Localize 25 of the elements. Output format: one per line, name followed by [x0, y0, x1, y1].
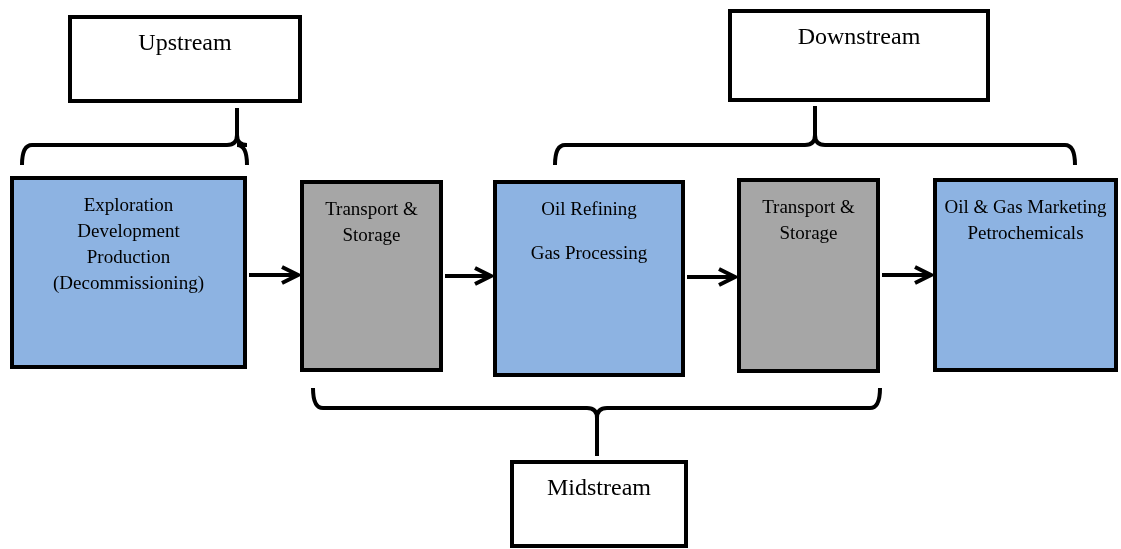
process-label: Production — [86, 245, 171, 269]
process-box — [933, 178, 1118, 372]
stage-label-box — [68, 15, 302, 103]
process-label: Development — [77, 219, 180, 243]
process-label: Transport & Storage — [761, 195, 856, 245]
arrow — [249, 265, 300, 285]
stage-label: Midstream — [547, 474, 651, 500]
arrow — [687, 267, 737, 287]
process-box — [10, 176, 247, 369]
stage-label: Upstream — [138, 29, 232, 55]
process-label: Gas Processing — [530, 241, 648, 265]
process-label: Exploration — [83, 193, 174, 217]
process-label: Petrochemicals — [967, 221, 1084, 245]
process-label: (Decommissioning) — [53, 271, 204, 295]
process-label: Oil & Gas Marketing — [944, 195, 1107, 219]
stage-label: Downstream — [797, 23, 921, 49]
process-box — [300, 180, 443, 372]
process-label: Oil Refining — [541, 197, 637, 221]
stage-label-box — [728, 9, 990, 102]
process-label: Transport & Storage — [324, 197, 419, 247]
arrow — [882, 265, 933, 285]
arrow — [445, 266, 493, 286]
process-box — [493, 180, 685, 377]
stage-label-box — [510, 460, 688, 548]
process-box — [737, 178, 880, 373]
